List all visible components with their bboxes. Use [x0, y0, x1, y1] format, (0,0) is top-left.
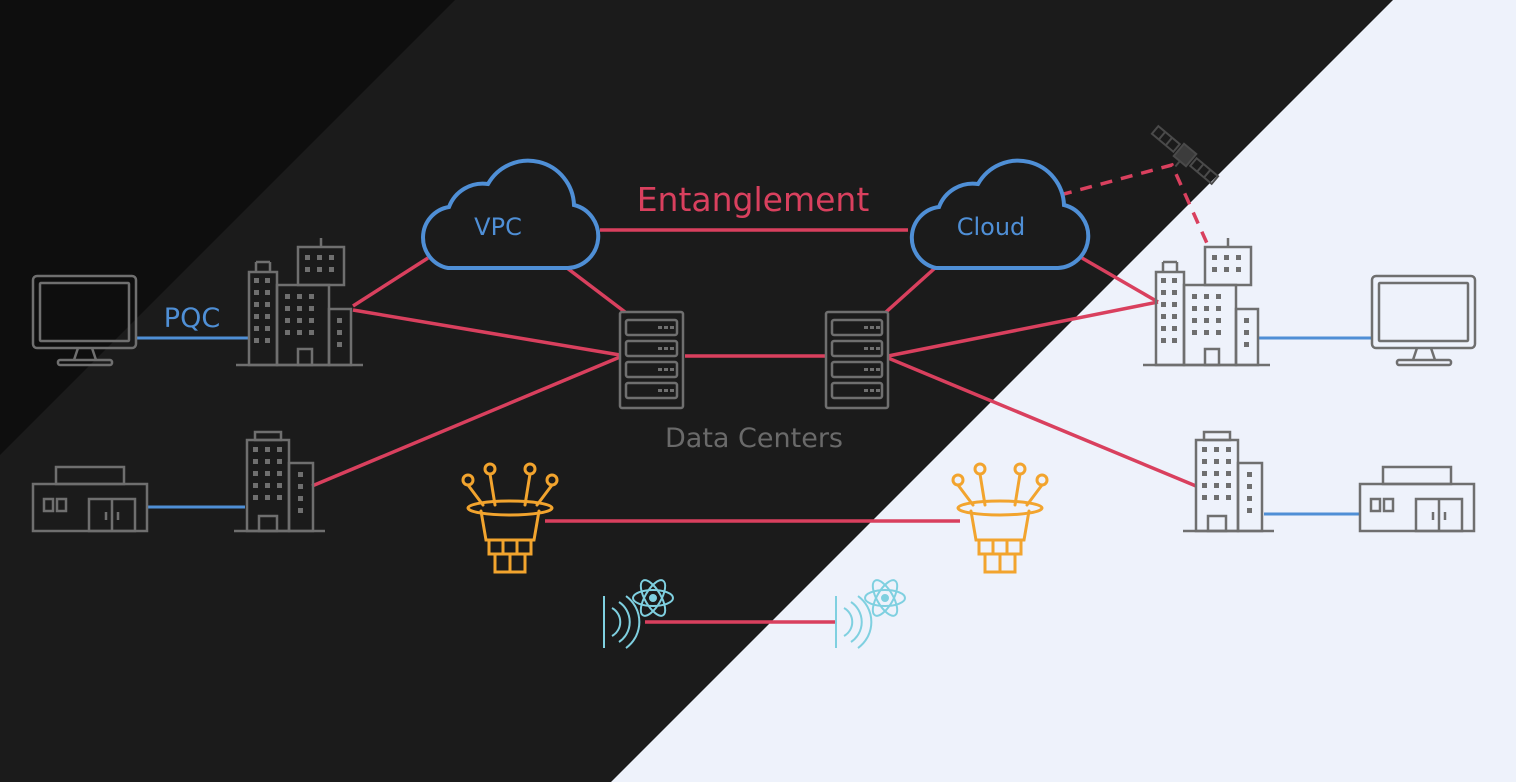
quantum-links: [311, 162, 1212, 624]
atom-antenna-icon: [835, 579, 906, 649]
monitor-icon: [31, 274, 138, 367]
office-building-icon: [236, 238, 363, 367]
monitor-icon: [1370, 274, 1477, 367]
classical-links: [137, 336, 1372, 516]
satellite-icon: [1150, 124, 1220, 186]
entanglement-label: Entanglement: [637, 180, 870, 219]
server-rack-icon: [618, 310, 685, 410]
tower-building-icon: [234, 430, 325, 533]
office-building-windows: [1161, 255, 1249, 347]
link-dc-right-cloud: [884, 266, 937, 314]
office-building-windows: [254, 255, 342, 347]
cloud-icon: [421, 158, 601, 270]
link-dc-right-building-right: [887, 300, 1159, 358]
cloud-shape: [909, 158, 1091, 270]
link-vpc-dc-left: [565, 266, 627, 314]
data-centers-label: Data Centers: [665, 423, 843, 454]
cloud-icon: [909, 158, 1091, 270]
quantum-computer-icon: [951, 462, 1049, 574]
link-dc-right-tower-right: [887, 356, 1197, 488]
vpc-cloud-shape: [421, 158, 601, 270]
server-rack-leds: [864, 326, 880, 392]
satellite-link: [1059, 162, 1212, 251]
tower-building-icon: [1183, 430, 1274, 533]
office-building-icon: [1143, 238, 1270, 367]
tower-building-windows: [253, 447, 303, 513]
quantum-computer-icon: [461, 462, 559, 574]
server-rack-icon: [824, 310, 890, 410]
cloud-label: Cloud: [957, 213, 1026, 241]
storefront-icon: [1358, 465, 1476, 533]
vpc-label: VPC: [474, 213, 522, 241]
atom-antenna-icon: [603, 579, 674, 649]
link-tower-dc-left: [311, 355, 621, 488]
storefront-icon: [31, 465, 149, 533]
server-rack-leds: [658, 326, 674, 392]
link-building-vpc: [352, 256, 429, 308]
link-building-dc-left: [352, 308, 621, 357]
tower-building-windows: [1202, 447, 1252, 513]
pqc-label: PQC: [164, 303, 220, 334]
link-cloud-building-right: [1081, 256, 1159, 304]
